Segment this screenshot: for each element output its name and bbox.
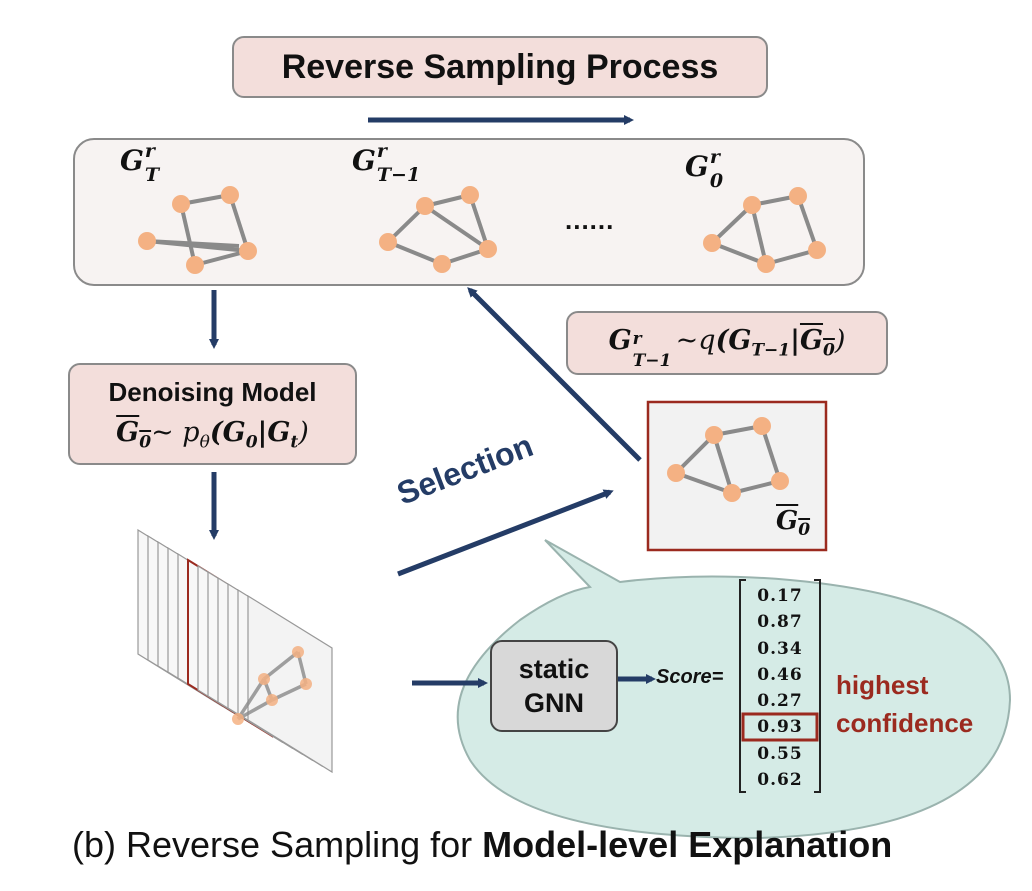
score-vector-brackets <box>739 579 821 793</box>
title-box: Reverse Sampling Process <box>232 36 768 98</box>
score-value: 0.34 <box>757 638 803 659</box>
sequence-panel <box>73 138 865 286</box>
score-value: 0.87 <box>757 612 803 633</box>
score-bubble <box>456 539 1012 840</box>
highest-score-highlight <box>741 712 819 742</box>
denoising-model-title: Denoising Model <box>108 377 317 407</box>
score-value: 0.93 <box>757 717 803 738</box>
highest-confidence-label: highest confidence <box>836 670 974 738</box>
score-value: 0.46 <box>757 664 803 685</box>
static-gnn-box: static GNN <box>490 640 618 732</box>
figure-caption: (b) Reverse Sampling for Model-level Exp… <box>72 824 893 865</box>
feedback-arrow <box>467 287 642 462</box>
denoising-model-box: Denoising Model G0~ pθ(G0|Gt) <box>68 363 357 465</box>
selection-arrow <box>397 489 614 577</box>
graph-gt <box>138 186 257 274</box>
graph-gt-minus-1 <box>379 186 497 273</box>
title-text: Reverse Sampling Process <box>281 47 719 86</box>
score-label: Score= <box>656 666 724 688</box>
graph-g0 <box>703 187 826 273</box>
static-gnn-line1: static <box>518 654 590 684</box>
static-gnn-line2: GNN <box>524 688 584 718</box>
graph-selected <box>667 417 789 502</box>
denoising-formula: G0~ pθ(G0|Gt) <box>116 417 309 453</box>
score-value: 0.55 <box>757 743 803 764</box>
score-vector: 0.17 0.87 0.34 0.46 0.27 0.93 0.55 0.62 <box>746 583 814 793</box>
sequence-ellipsis: ...... <box>565 205 615 235</box>
score-value: 0.17 <box>757 586 803 606</box>
score-value: 0.62 <box>757 770 803 791</box>
selected-graph-label: G0 <box>776 506 811 541</box>
score-value: 0.27 <box>757 691 803 712</box>
generated-graph-stack <box>137 528 333 774</box>
